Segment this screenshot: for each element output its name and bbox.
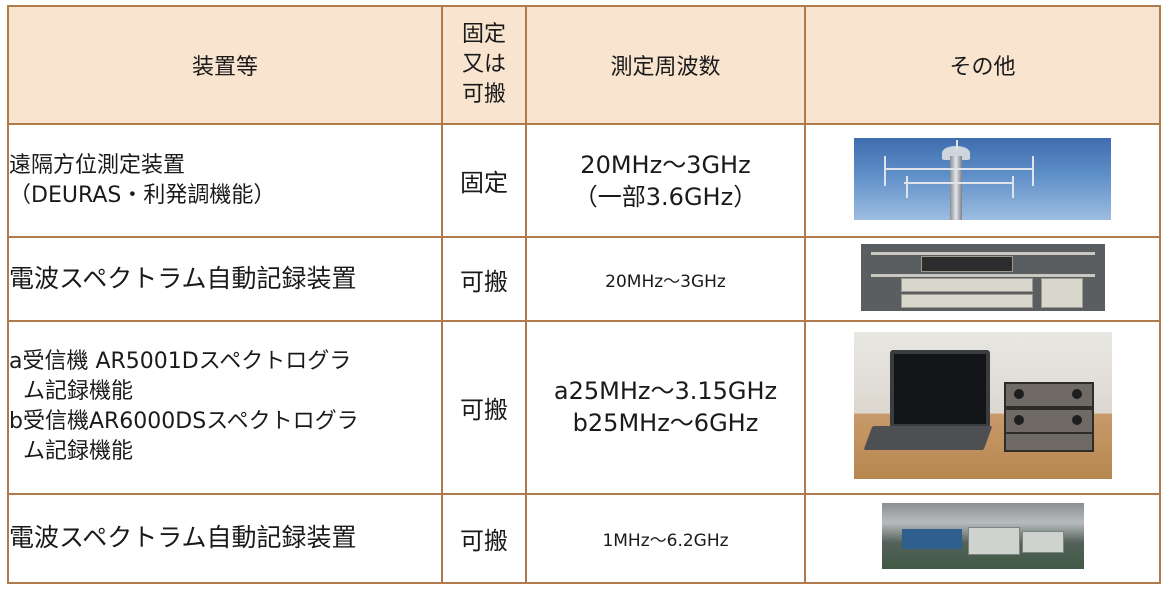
frequency-line: （一部3.6GHz） xyxy=(573,182,758,211)
table-row: 電波スペクトラム自動記録装置 可搬 20MHz～3GHz xyxy=(7,236,1161,322)
type-cell: 固定 xyxy=(441,122,527,239)
frequency-line: 1MHz～6.2GHz xyxy=(602,530,729,551)
frequency-cell: a25MHz～3.15GHz b25MHz～6GHz xyxy=(525,319,806,495)
photo-cell xyxy=(804,236,1161,322)
device-name-line: （DEURAS・利発調機能） xyxy=(9,182,276,208)
header-row: 装置等 固定 又は 可搬 測定周波数 その他 xyxy=(7,5,1161,125)
type-cell: 可搬 xyxy=(441,319,527,495)
photo-cell xyxy=(804,122,1161,239)
header-frequency: 測定周波数 xyxy=(525,5,806,125)
frequency-cell: 20MHz～3GHz （一部3.6GHz） xyxy=(525,122,806,239)
device-name-line: 電波スペクトラム自動記録装置 xyxy=(9,523,357,553)
header-other: その他 xyxy=(804,5,1161,125)
device-name-line: ム記録機能 xyxy=(23,379,134,405)
type-cell: 可搬 xyxy=(441,236,527,322)
laptop-receiver-photo xyxy=(853,331,1112,479)
frequency-cell: 1MHz～6.2GHz xyxy=(525,492,806,585)
frequency-cell: 20MHz～3GHz xyxy=(525,236,806,322)
equipment-rack-photo xyxy=(860,243,1105,311)
table-row: a受信機 AR5001Dスペクトログラ ム記録機能 b受信機AR6000DSスペ… xyxy=(7,319,1161,495)
frequency-line: 20MHz～3GHz xyxy=(580,150,751,179)
table-row: 遠隔方位測定装置 （DEURAS・利発調機能） 固定 20MHz～3GHz （一… xyxy=(7,122,1161,239)
equipment-table: 装置等 固定 又は 可搬 測定周波数 その他 遠隔方位測定装置 （DEURAS・… xyxy=(7,5,1161,585)
vehicle-equipment-photo xyxy=(881,503,1084,570)
device-name-cell: 遠隔方位測定装置 （DEURAS・利発調機能） xyxy=(7,122,443,239)
header-device: 装置等 xyxy=(7,5,443,125)
frequency-line: b25MHz～6GHz xyxy=(572,409,759,438)
table-row: 電波スペクトラム自動記録装置 可搬 1MHz～6.2GHz xyxy=(7,492,1161,585)
frequency-line: 20MHz～3GHz xyxy=(605,271,726,292)
antenna-tower-photo xyxy=(854,137,1111,220)
header-type-line: 又は xyxy=(461,52,506,77)
device-name-line: 電波スペクトラム自動記録装置 xyxy=(9,264,357,294)
device-name-line: ム記録機能 xyxy=(23,439,134,465)
device-name-cell: a受信機 AR5001Dスペクトログラ ム記録機能 b受信機AR6000DSスペ… xyxy=(7,319,443,495)
header-type-line: 可搬 xyxy=(461,82,506,107)
type-cell: 可搬 xyxy=(441,492,527,585)
photo-cell xyxy=(804,492,1161,585)
device-name-cell: 電波スペクトラム自動記録装置 xyxy=(7,236,443,322)
frequency-line: a25MHz～3.15GHz xyxy=(553,377,778,406)
device-name-cell: 電波スペクトラム自動記録装置 xyxy=(7,492,443,585)
photo-cell xyxy=(804,319,1161,495)
header-type: 固定 又は 可搬 xyxy=(441,5,527,125)
header-type-line: 固定 xyxy=(461,22,506,47)
device-name-line: 遠隔方位測定装置 xyxy=(9,152,186,178)
device-name-line: a受信機 AR5001Dスペクトログラ xyxy=(9,349,352,375)
device-name-line: b受信機AR6000DSスペクトログラ xyxy=(9,409,359,435)
